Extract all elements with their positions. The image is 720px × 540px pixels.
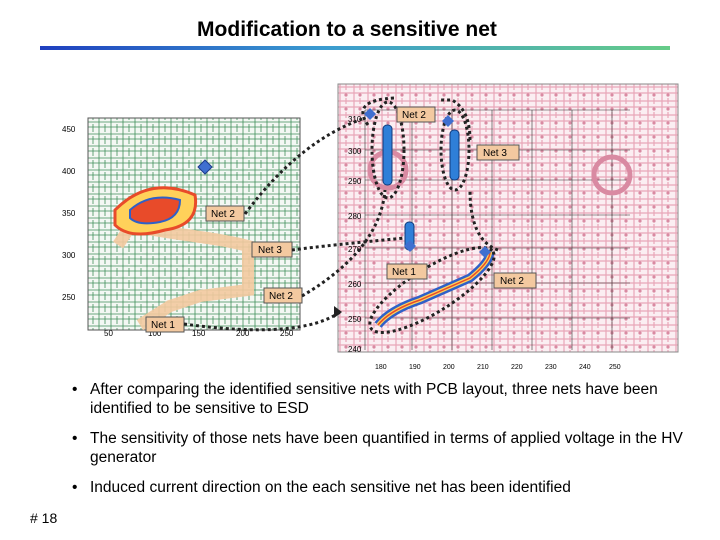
right-y-tick: 300: [348, 147, 362, 156]
bullet-item: Induced current direction on the each se…: [70, 478, 700, 497]
left-x-tick: 150: [192, 329, 206, 338]
right-hotspot-net3: [449, 129, 460, 181]
left-x-tick: 100: [148, 329, 162, 338]
right-y-tick: 280: [348, 212, 362, 221]
slide-number: # 18: [30, 510, 58, 526]
right-net3-label: Net 3: [483, 148, 507, 159]
bullet-item: After comparing the identified sensitive…: [70, 380, 700, 418]
right-hotspot-net2: [382, 124, 393, 186]
left-x-tick: 50: [104, 329, 113, 338]
right-x-tick: 200: [443, 364, 455, 371]
left-y-tick: 250: [62, 293, 76, 302]
right-net1-label: Net 1: [392, 267, 416, 278]
right-x-tick: 240: [579, 364, 591, 371]
bullet-item: The sensitivity of those nets have been …: [70, 429, 700, 467]
left-net2-top-label: Net 2: [211, 209, 235, 220]
left-x-tick: 200: [236, 329, 250, 338]
right-pad: [591, 154, 633, 196]
right-y-tick: 270: [348, 245, 362, 254]
title-underline: [40, 46, 670, 50]
left-panel: 450 400 350 300 250 50 100 150 200 250 N…: [62, 117, 303, 338]
right-y-tick: 240: [348, 345, 362, 354]
right-y-tick: 260: [348, 280, 362, 289]
left-net2-bottom-label: Net 2: [269, 291, 293, 302]
right-y-tick: 250: [348, 315, 362, 324]
right-net2-outline: [370, 100, 406, 200]
right-x-tick: 180: [375, 364, 387, 371]
right-x-tick: 230: [545, 364, 557, 371]
right-net1-outline: [368, 246, 496, 334]
right-net2-top-label: Net 2: [402, 110, 426, 121]
right-x-tick: 210: [477, 364, 489, 371]
right-net2-side-label: Net 2: [500, 276, 524, 287]
left-y-tick: 350: [62, 209, 76, 218]
right-panel: 310 300 290 280 270 260 250 240 180 190 …: [337, 83, 679, 371]
connector-arrowhead: [334, 306, 342, 318]
left-net3-label: Net 3: [258, 245, 282, 256]
left-net1-label: Net 1: [151, 320, 175, 331]
right-x-tick: 190: [409, 364, 421, 371]
pcb-figure: 450 400 350 300 250 50 100 150 200 250 N…: [62, 83, 679, 371]
right-x-tick: 250: [609, 364, 621, 371]
right-x-tick: 220: [511, 364, 523, 371]
bullet-list: After comparing the identified sensitive…: [70, 380, 700, 508]
left-y-tick: 450: [62, 125, 76, 134]
right-y-tick: 310: [348, 115, 362, 124]
left-y-tick: 300: [62, 251, 76, 260]
left-y-tick: 400: [62, 167, 76, 176]
right-y-tick: 290: [348, 177, 362, 186]
right-net3-outline: [439, 108, 471, 192]
panel-connectors: [183, 116, 406, 332]
left-x-tick: 250: [280, 329, 294, 338]
left-hotspot-inner: [129, 196, 182, 225]
slide-title: Modification to a sensitive net: [197, 18, 497, 41]
left-marker-diamond: [197, 159, 213, 175]
